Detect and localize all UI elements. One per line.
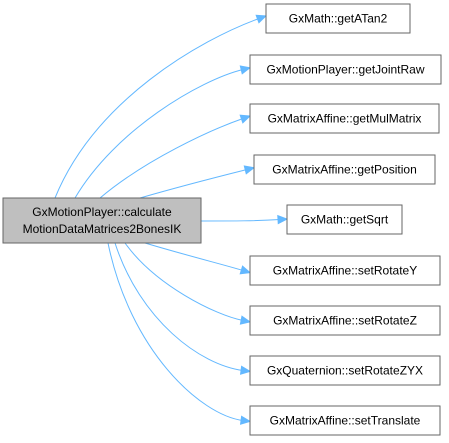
- edge-4: [139, 169, 248, 199]
- callee-node-box: [249, 255, 441, 286]
- arrowhead-5: [277, 214, 289, 225]
- arrowhead-7: [239, 315, 252, 325]
- callee-node-box: [265, 3, 411, 34]
- edge-9: [107, 242, 244, 421]
- arrowhead-6: [239, 265, 252, 275]
- root-node-label-line1: GxMotionPlayer::calculate: [32, 205, 172, 219]
- callee-node-label: GxMath::getATan2: [289, 12, 388, 26]
- callee-node-label: GxMatrixAffine::getPosition: [272, 163, 417, 177]
- callee-node[interactable]: GxMatrixAffine::setRotateZ: [249, 305, 441, 336]
- callee-node[interactable]: GxMatrixAffine::getMulMatrix: [249, 103, 440, 134]
- callee-node-box: [249, 54, 442, 85]
- callee-node-box: [249, 103, 440, 134]
- callee-nodes: GxMath::getATan2GxMotionPlayer::getJoint…: [249, 3, 442, 436]
- callee-node[interactable]: GxMatrixAffine::getPosition: [253, 154, 436, 185]
- edge-5: [200, 219, 281, 222]
- arrowhead-9: [239, 415, 252, 425]
- edge-7: [124, 242, 244, 321]
- callee-node[interactable]: GxMath::getATan2: [265, 3, 411, 34]
- edge-3: [99, 118, 244, 199]
- root-node-label-line2: MotionDataMatrices2BonesIK: [23, 222, 182, 236]
- callee-node[interactable]: GxMatrixAffine::setRotateY: [249, 255, 441, 286]
- arrowhead-2: [239, 65, 252, 75]
- callee-node-box: [249, 355, 441, 386]
- arrowhead-4: [243, 165, 256, 175]
- callee-node[interactable]: GxMatrixAffine::setTranslate: [249, 405, 441, 436]
- callee-node-label: GxQuaternion::setRotateZYX: [267, 364, 423, 378]
- callee-node-box: [253, 154, 436, 185]
- arrowhead-3: [239, 114, 252, 124]
- edges: [54, 14, 289, 425]
- callee-node-box: [249, 305, 441, 336]
- root-node-box: [2, 197, 202, 244]
- edge-2: [74, 69, 244, 199]
- callee-node-label: GxMatrixAffine::setTranslate: [270, 414, 421, 428]
- callee-node[interactable]: GxQuaternion::setRotateZYX: [249, 355, 441, 386]
- callee-node-box: [249, 405, 441, 436]
- callee-node-label: GxMatrixAffine::getMulMatrix: [268, 112, 422, 126]
- callee-node-label: GxMatrixAffine::setRotateY: [273, 264, 418, 278]
- arrowhead-8: [239, 365, 252, 375]
- callee-node-label: GxMatrixAffine::setRotateZ: [273, 314, 417, 328]
- arrowhead-1: [255, 14, 268, 24]
- callee-node-label: GxMotionPlayer::getJointRaw: [266, 63, 424, 77]
- callee-node[interactable]: GxMotionPlayer::getJointRaw: [249, 54, 442, 85]
- edge-1: [54, 18, 260, 199]
- edge-6: [144, 242, 244, 271]
- callee-node-box: [286, 204, 403, 235]
- callee-node[interactable]: GxMath::getSqrt: [286, 204, 403, 235]
- edge-8: [114, 242, 244, 371]
- callee-node-label: GxMath::getSqrt: [301, 213, 389, 227]
- root-node[interactable]: GxMotionPlayer::calculate MotionDataMatr…: [2, 197, 202, 244]
